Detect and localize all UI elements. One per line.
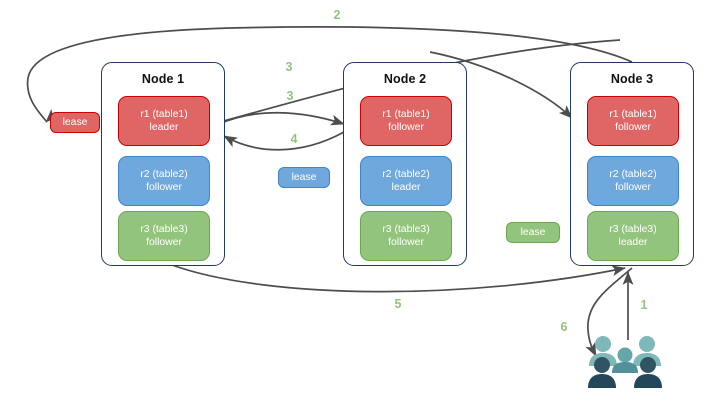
arrow-3-upper-tail	[429, 51, 573, 119]
replica-line1: r3 (table3)	[609, 224, 657, 235]
node-title: Node 2	[383, 72, 427, 86]
lease-badge-blue[interactable]: lease	[278, 167, 330, 188]
step-label-3b: 3	[286, 89, 294, 103]
replica-line1: r1 (table1)	[140, 109, 188, 120]
arrow-6	[585, 267, 633, 357]
replica-line1: r1 (table1)	[609, 109, 657, 120]
node-container-node2[interactable]: Node 2 r1 (table1) follower r2 (table2) …	[343, 62, 467, 266]
replica-r2-node1[interactable]: r2 (table2) follower	[118, 156, 210, 206]
replica-r1-node1[interactable]: r1 (table1) leader	[118, 96, 210, 146]
replica-line1: r3 (table3)	[140, 224, 188, 235]
replica-line2: follower	[146, 182, 182, 193]
replica-r3-node1[interactable]: r3 (table3) follower	[118, 211, 210, 261]
replica-line1: r2 (table2)	[382, 169, 430, 180]
node-container-node3[interactable]: Node 3 r1 (table1) follower r2 (table2) …	[570, 62, 694, 266]
node-title: Node 3	[610, 72, 654, 86]
replica-line2: leader	[618, 237, 648, 248]
replica-line2: follower	[388, 237, 424, 248]
replica-line1: r2 (table2)	[140, 169, 188, 180]
lease-badge-red[interactable]: lease	[50, 112, 100, 133]
replica-r3-node3[interactable]: r3 (table3) leader	[587, 211, 679, 261]
step-label-4: 4	[290, 132, 298, 146]
step-label-3a: 3	[285, 60, 293, 74]
replica-line2: follower	[146, 237, 182, 248]
replica-line2: follower	[615, 182, 651, 193]
step-label-1: 1	[640, 298, 648, 312]
arrow-2	[26, 26, 633, 123]
replica-line2: follower	[615, 122, 651, 133]
replica-line2: leader	[391, 182, 421, 193]
node-title: Node 1	[141, 72, 185, 86]
step-label-2: 2	[333, 8, 341, 22]
users-icon	[588, 336, 662, 388]
step-label-5: 5	[394, 297, 402, 311]
arrow-5	[171, 264, 626, 293]
replica-r3-node2[interactable]: r3 (table3) follower	[360, 211, 452, 261]
replica-r1-node2[interactable]: r1 (table1) follower	[360, 96, 452, 146]
step-label-6: 6	[560, 320, 568, 334]
node-container-node1[interactable]: Node 1 r1 (table1) leader r2 (table2) fo…	[101, 62, 225, 266]
replica-line1: r3 (table3)	[382, 224, 430, 235]
lease-badge-green[interactable]: lease	[506, 222, 560, 243]
replica-line1: r2 (table2)	[609, 169, 657, 180]
arrow-4	[223, 131, 345, 151]
replica-line2: follower	[388, 122, 424, 133]
replica-r2-node3[interactable]: r2 (table2) follower	[587, 156, 679, 206]
arrow-3-lower	[218, 111, 345, 126]
replica-line2: leader	[149, 122, 179, 133]
replica-r2-node2[interactable]: r2 (table2) leader	[360, 156, 452, 206]
replica-line1: r1 (table1)	[382, 109, 430, 120]
replica-r1-node3[interactable]: r1 (table1) follower	[587, 96, 679, 146]
